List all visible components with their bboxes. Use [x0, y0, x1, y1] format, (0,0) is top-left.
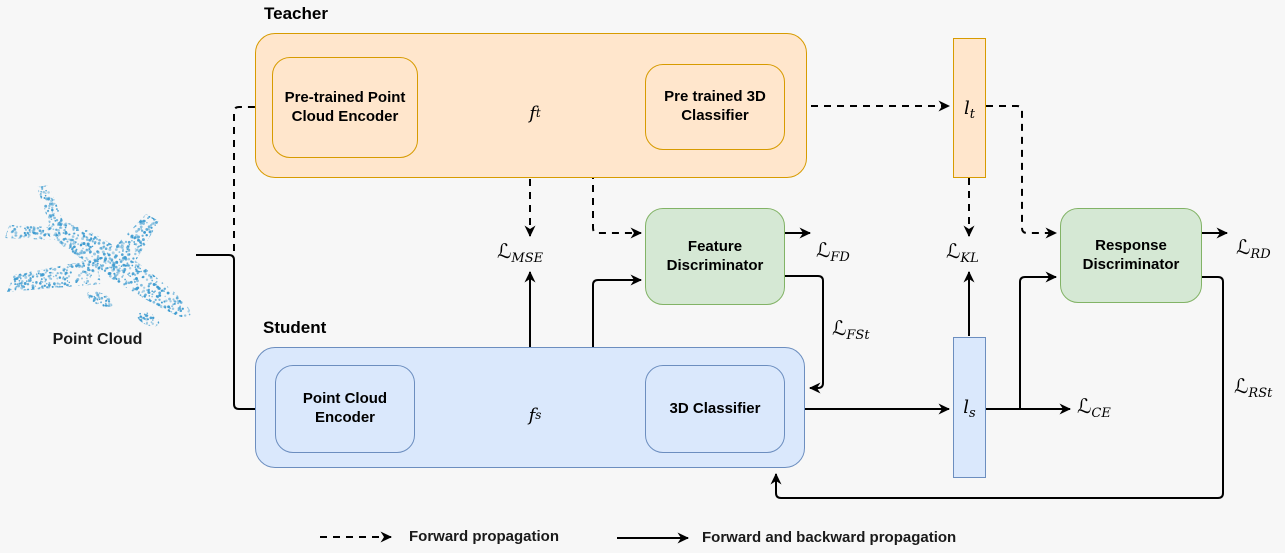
student-logits-label: ls [963, 397, 976, 421]
point-cloud-airplane [5, 185, 192, 330]
teacher-classifier-label: Pre trained 3D Classifier [664, 88, 766, 124]
student-encoder-label: Point Cloud Encoder [302, 390, 388, 426]
response-discriminator-node: Response Discriminator [1060, 208, 1202, 303]
arrow-fst-loop-to-student-classifier [785, 275, 824, 394]
arrow-lt-to-response-discriminator [986, 105, 1057, 239]
loss-rst: ℒRSt [1234, 374, 1273, 401]
loss-mse: ℒMSE [497, 239, 544, 266]
arrow-ls-branch-to-response-discriminator [1019, 271, 1057, 408]
feature-discriminator-label: Feature Discriminator [666, 237, 764, 274]
arrow-input-to-student-encoder [196, 254, 273, 415]
teacher-classifier-node: Pre trained 3D Classifier [645, 64, 785, 150]
loss-fst: ℒFSt [832, 316, 870, 343]
teacher-logits-bar: lt [953, 38, 986, 178]
student-encoder-node: Point Cloud Encoder [275, 365, 415, 453]
legend-solid-label: Forward and backward propagation [702, 529, 957, 546]
student-logits-bar: ls [953, 337, 986, 478]
arrow-input-to-teacher-encoder [233, 101, 270, 251]
loss-rd: ℒRD [1236, 235, 1271, 262]
student-classifier-node: 3D Classifier [645, 365, 785, 453]
loss-ce: ℒCE [1077, 394, 1111, 421]
legend-dashed-label: Forward propagation [409, 528, 559, 545]
feature-discriminator-node: Feature Discriminator [645, 208, 785, 305]
student-classifier-label: 3D Classifier [669, 399, 761, 417]
arrow-ft-branch-to-feature-discriminator [592, 107, 642, 239]
teacher-logits-label: lt [964, 97, 975, 122]
student-group-label: Student [263, 318, 327, 337]
arrow-rst-loop-to-student [770, 276, 1224, 499]
response-discriminator-label: Response Discriminator [1082, 236, 1180, 273]
teacher-encoder-label: Pre-trained Point Cloud Encoder [284, 88, 406, 125]
loss-kl: ℒKL [946, 239, 979, 266]
point-cloud-caption: Point Cloud [52, 331, 143, 348]
arrow-fs-branch-to-feature-discriminator [592, 274, 642, 409]
teacher-encoder-node: Pre-trained Point Cloud Encoder [272, 57, 418, 158]
loss-fd: ℒFD [816, 238, 850, 265]
teacher-group-label: Teacher [264, 4, 328, 23]
